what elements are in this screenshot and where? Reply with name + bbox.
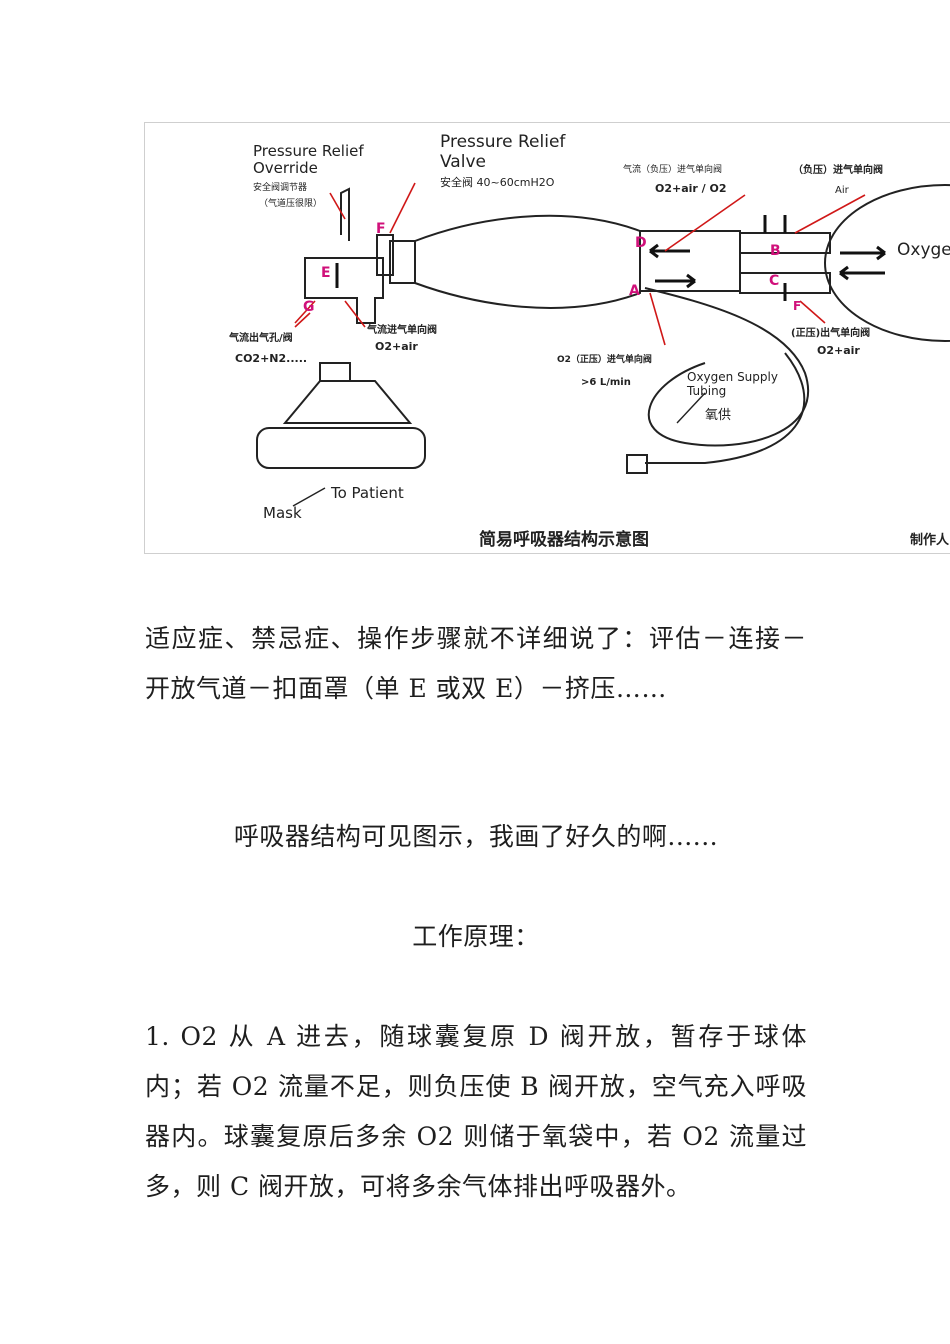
negative-valve-cn: （负压）进气单向阀 <box>793 165 883 176</box>
mask-label: Mask <box>263 504 302 522</box>
o2-valve-value: >6 L/min <box>581 377 631 388</box>
letter-d: D <box>635 235 647 251</box>
paragraph-structure: 呼吸器结构可见图示，我画了好久的啊...... <box>233 822 719 851</box>
to-patient-label: To Patient <box>331 484 404 502</box>
positive-valve-cn: (正压)出气单向阀 <box>791 328 871 339</box>
pressure-relief-override-label: Pressure Relief Override <box>253 142 364 178</box>
resuscitator-diagram: Pressure Relief Override 安全阀调节器 （气道压很限） … <box>144 122 950 554</box>
letter-f2: F <box>793 299 802 313</box>
pressure-relief-override-cn: 安全阀调节器 <box>253 183 308 193</box>
diagram-caption: 简易呼吸器结构示意图 <box>479 530 649 550</box>
pressure-relief-override-cn2: （气道压很限） <box>259 199 323 209</box>
oxygen-bag-label: Oxyge <box>897 240 950 260</box>
letter-e: E <box>321 265 331 281</box>
outlet-valve-cn: 气流出气孔/阀 <box>229 333 293 344</box>
pressure-relief-valve-label: Pressure Relief Valve <box>440 132 566 172</box>
inlet-valve-value: O2+air <box>375 340 418 353</box>
pressure-relief-valve-cn: 安全阀 40~60cmH2O <box>440 176 555 189</box>
paragraph-heading-principle: 工作原理： <box>412 922 540 951</box>
diagram-drawing <box>256 182 950 507</box>
outlet-valve-value: CO2+N2..... <box>235 352 308 365</box>
oxygen-tubing-label: Oxygen Supply Tubing <box>687 370 778 398</box>
inlet-valve-cn: 气流进气单向阀 <box>367 325 437 336</box>
top-valve-cn: 气流（负压）进气单向阀 <box>623 165 723 175</box>
letter-f: F <box>376 221 386 237</box>
letter-a: A <box>629 283 640 299</box>
letter-g: G <box>303 299 315 315</box>
oxygen-tubing-cn: 氧供 <box>705 408 732 423</box>
letter-c: C <box>769 273 780 289</box>
top-valve-value: O2+air / O2 <box>655 182 727 195</box>
diagram-author: 制作人 <box>910 533 950 548</box>
paragraph-intro: 适应症、禁忌症、操作步骤就不详细说了：评估－连接－开放气道－扣面罩（单 E 或双… <box>145 624 807 703</box>
letter-b: B <box>770 243 781 259</box>
paragraph-principle-1: 1. O2 从 A 进去，随球囊复原 D 阀开放，暂存于球体内；若 O2 流量不… <box>145 1022 807 1201</box>
positive-valve-value: O2+air <box>817 344 860 357</box>
o2-valve-cn: O2（正压）进气单向阀 <box>557 355 652 365</box>
negative-valve-value: Air <box>835 185 849 196</box>
